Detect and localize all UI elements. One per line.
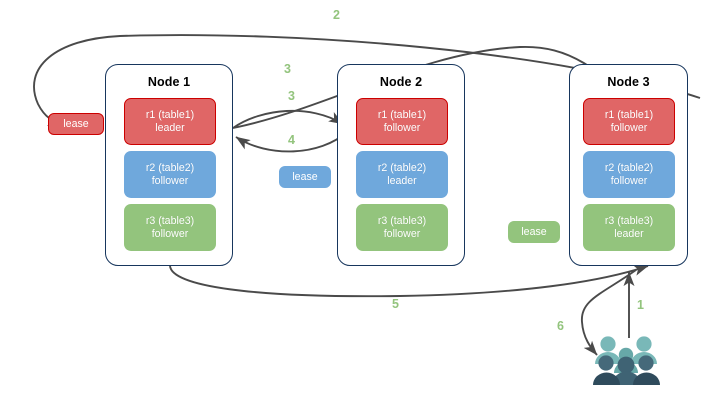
lease-label: lease bbox=[63, 118, 89, 130]
node-box-node2[interactable]: Node 2 r1 (table1) follower r2 (table2) … bbox=[337, 64, 465, 266]
replica-role: follower bbox=[151, 227, 189, 240]
edge-2-path bbox=[33, 34, 701, 126]
node-box-node1[interactable]: Node 1 r1 (table1) leader r2 (table2) fo… bbox=[105, 64, 233, 266]
replica-name: r1 (table1) bbox=[145, 108, 195, 121]
replica-role: leader bbox=[155, 121, 185, 134]
replica-role: follower bbox=[151, 174, 189, 187]
replica-n1r1[interactable]: r1 (table1) leader bbox=[124, 98, 216, 145]
replica-role: follower bbox=[610, 121, 648, 134]
replica-n1r3[interactable]: r3 (table3) follower bbox=[124, 204, 216, 251]
replica-role: follower bbox=[610, 174, 648, 187]
edge-3-short-path bbox=[232, 109, 344, 129]
replica-name: r3 (table3) bbox=[145, 214, 195, 227]
replica-n3r3[interactable]: r3 (table3) leader bbox=[583, 204, 675, 251]
edge-label-4: 4 bbox=[288, 133, 295, 147]
replica-n3r2[interactable]: r2 (table2) follower bbox=[583, 151, 675, 198]
replica-n1r2[interactable]: r2 (table2) follower bbox=[124, 151, 216, 198]
edge-label-3b: 3 bbox=[288, 89, 295, 103]
replica-n2r1[interactable]: r1 (table1) follower bbox=[356, 98, 448, 145]
replica-name: r2 (table2) bbox=[145, 161, 195, 174]
replica-name: r1 (table1) bbox=[377, 108, 427, 121]
lease-label: lease bbox=[292, 171, 318, 183]
node-title-node2: Node 2 bbox=[379, 75, 423, 89]
node-title-node3: Node 3 bbox=[607, 75, 650, 89]
replica-role: leader bbox=[387, 174, 417, 187]
lease-label: lease bbox=[521, 226, 547, 238]
replica-name: r2 (table2) bbox=[604, 161, 654, 174]
edge-label-6: 6 bbox=[557, 319, 564, 333]
edge-5-path bbox=[169, 265, 649, 298]
replica-role: leader bbox=[614, 227, 644, 240]
replica-name: r1 (table1) bbox=[604, 108, 654, 121]
replica-role: follower bbox=[383, 227, 421, 240]
edge-label-3a: 3 bbox=[284, 62, 291, 76]
edge-label-2: 2 bbox=[333, 8, 340, 22]
replica-name: r2 (table2) bbox=[377, 161, 427, 174]
lease-chip-blue[interactable]: lease bbox=[279, 166, 331, 188]
replica-name: r3 (table3) bbox=[604, 214, 654, 227]
replica-n2r2[interactable]: r2 (table2) leader bbox=[356, 151, 448, 198]
edge-6-path bbox=[581, 269, 637, 356]
edge-label-5: 5 bbox=[392, 297, 399, 311]
replica-n2r3[interactable]: r3 (table3) follower bbox=[356, 204, 448, 251]
node-title-node1: Node 1 bbox=[147, 75, 191, 89]
edge-label-1: 1 bbox=[637, 298, 644, 312]
node-box-node3[interactable]: Node 3 r1 (table1) follower r2 (table2) … bbox=[569, 64, 688, 266]
replica-name: r3 (table3) bbox=[377, 214, 427, 227]
lease-chip-green[interactable]: lease bbox=[508, 221, 560, 243]
replica-role: follower bbox=[383, 121, 421, 134]
